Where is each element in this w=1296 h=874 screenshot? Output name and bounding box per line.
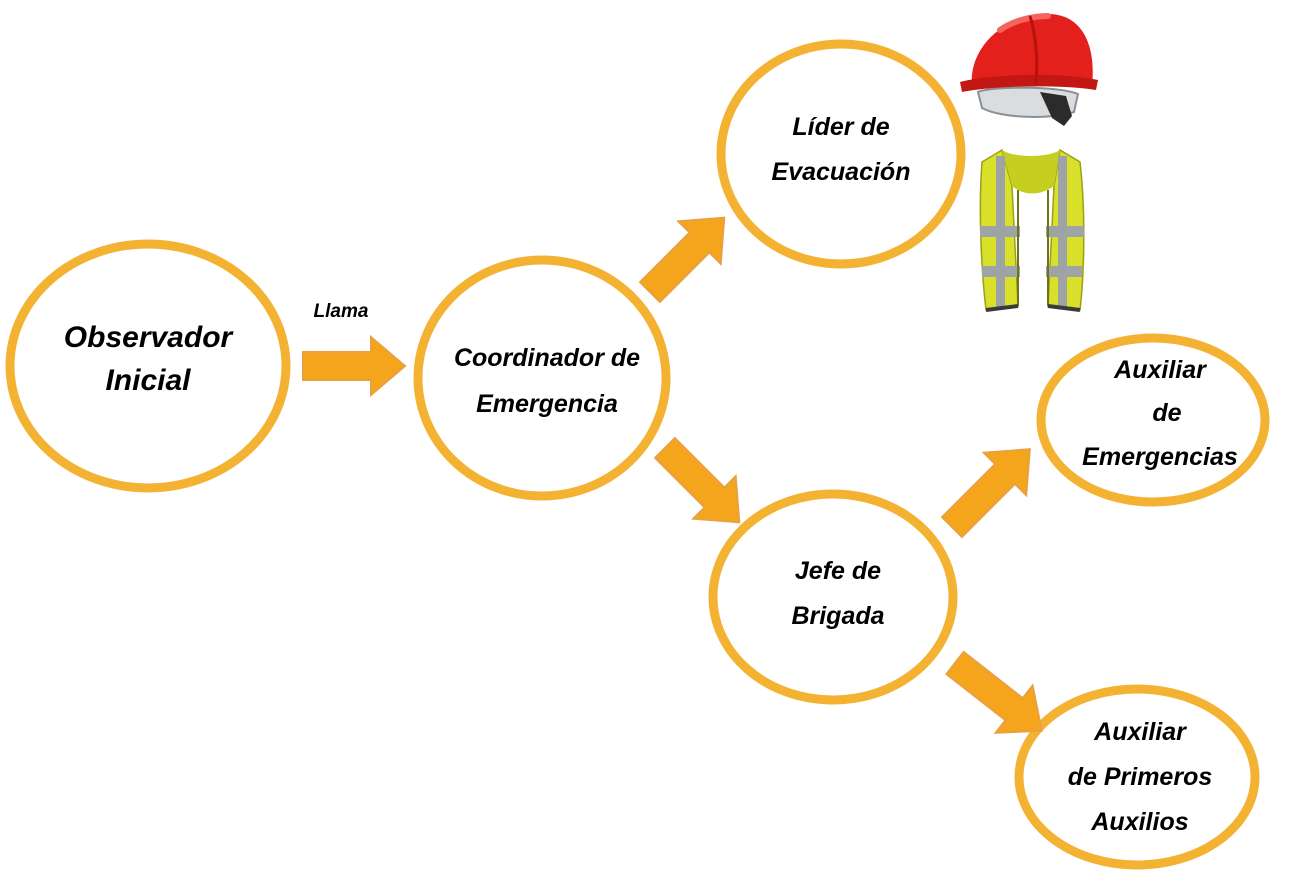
node-jefe-label-line1: Jefe de [795,557,881,585]
safety-helmet-icon [960,13,1098,126]
node-observador-circle [5,239,291,493]
node-coordinador-circle [413,255,671,501]
node-auxiliar-emergencias-circle [1036,333,1270,507]
node-coordinador-label-line2: Emergencia [476,390,618,418]
node-auxiliar-emergencias-label-line1: Auxiliar [1113,356,1207,384]
node-lider-label-line1: Líder de [792,113,889,141]
node-jefe-label-line2: Brigada [791,602,884,630]
arrow-jefe-to-auxiliar-emergencias [940,448,1031,539]
arrow-jefe-to-auxiliar-primeros [944,650,1043,734]
node-lider-circle [716,39,966,269]
node-lider-label-line2: Evacuación [772,158,911,186]
node-auxiliar-primeros-label-line2: de Primeros [1068,763,1213,791]
node-auxiliar-primeros-label-line1: Auxiliar [1093,718,1187,746]
node-coordinador-label-line1: Coordinador de [454,344,640,372]
reflective-vest-icon [979,148,1085,312]
node-auxiliar-emergencias-label-line2: de [1152,399,1181,427]
arrow-observador-to-coordinador [302,334,407,398]
node-jefe-circle [708,489,958,705]
node-auxiliar-emergencias-label-line3: Emergencias [1082,443,1238,471]
edge-label-llama: Llama [314,301,369,322]
node-observador-label-line2: Inicial [105,364,191,397]
node-auxiliar-primeros-label-line3: Auxilios [1090,808,1188,836]
arrow-coordinador-to-lider [638,216,726,304]
arrow-coordinador-to-jefe [653,436,741,524]
node-observador-label-line1: Observador [64,321,235,354]
node-auxiliar-primeros-circle [1014,684,1260,870]
